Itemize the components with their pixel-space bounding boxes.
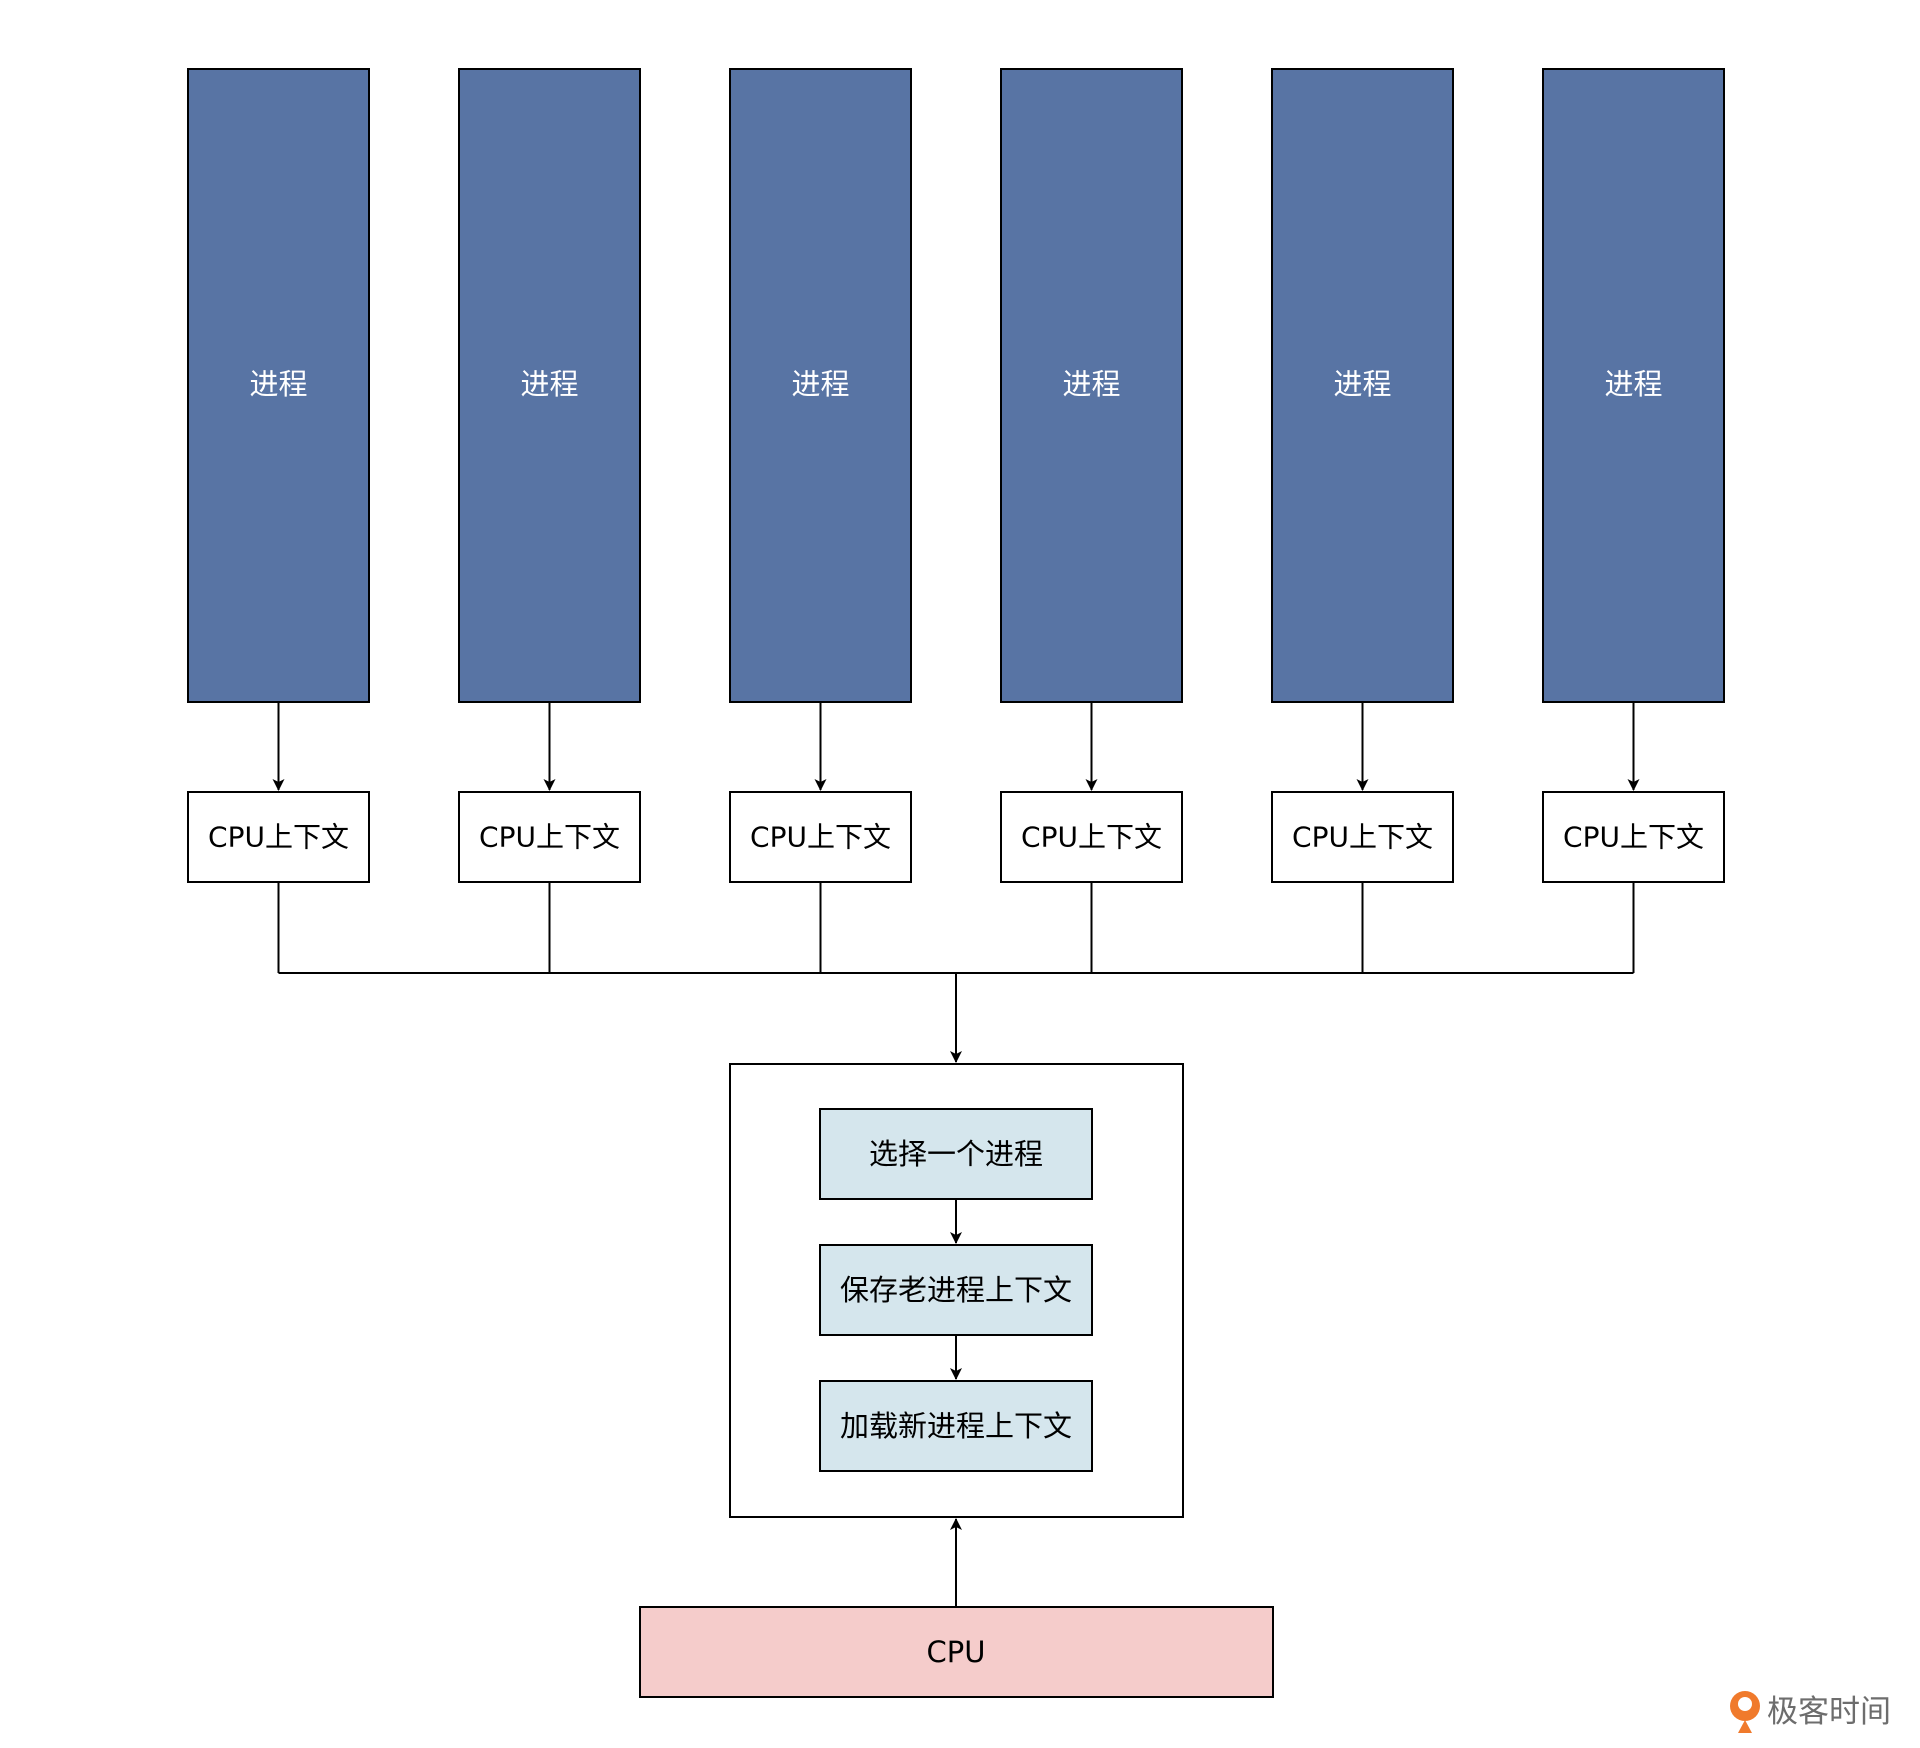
cpu-context-label: CPU上下文 bbox=[208, 821, 349, 854]
cpu-context-box bbox=[1000, 791, 1183, 883]
cpu-context-label: CPU上下文 bbox=[1292, 821, 1433, 854]
geektime-logo-icon bbox=[1730, 1691, 1760, 1733]
process-box bbox=[187, 68, 370, 703]
process-box bbox=[458, 68, 641, 703]
process-label: 进程 bbox=[249, 367, 307, 401]
process-label: 进程 bbox=[1062, 367, 1120, 401]
cpu-context-box bbox=[458, 791, 641, 883]
scheduler-step-box bbox=[819, 1380, 1093, 1472]
scheduler-step-box bbox=[819, 1244, 1093, 1336]
process-label: 进程 bbox=[1333, 367, 1391, 401]
cpu-context-label: CPU上下文 bbox=[479, 821, 620, 854]
scheduler-step-label: 保存老进程上下文 bbox=[840, 1273, 1072, 1307]
process-box bbox=[729, 68, 912, 703]
watermark: 极客时间 bbox=[1730, 1691, 1891, 1733]
cpu-context-label: CPU上下文 bbox=[750, 821, 891, 854]
cpu-context-label: CPU上下文 bbox=[1563, 821, 1704, 854]
cpu-context-box bbox=[1271, 791, 1454, 883]
process-label: 进程 bbox=[520, 367, 578, 401]
process-box bbox=[1542, 68, 1725, 703]
cpu-context-box bbox=[729, 791, 912, 883]
process-columns: 进程CPU上下文进程CPU上下文进程CPU上下文进程CPU上下文进程CPU上下文… bbox=[187, 68, 1725, 883]
scheduler-step-label: 选择一个进程 bbox=[869, 1137, 1043, 1171]
cpu-label: CPU bbox=[927, 1635, 986, 1669]
watermark-text: 极客时间 bbox=[1767, 1694, 1891, 1730]
cpu-context-box bbox=[187, 791, 370, 883]
cpu-context-label: CPU上下文 bbox=[1021, 821, 1162, 854]
connector-lines bbox=[272, 702, 1640, 1063]
process-label: 进程 bbox=[1604, 367, 1662, 401]
cpu-context-box bbox=[1542, 791, 1725, 883]
cpu-box bbox=[639, 1606, 1274, 1698]
process-label: 进程 bbox=[791, 367, 849, 401]
scheduler-step-label: 加载新进程上下文 bbox=[840, 1409, 1072, 1443]
